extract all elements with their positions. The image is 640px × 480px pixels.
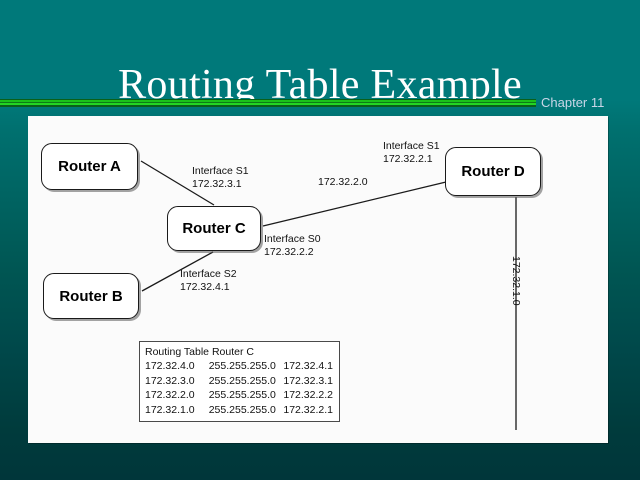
routing-table-title: Routing Table Router C [145, 346, 254, 358]
content-panel: Router A Router B Router C Router D Inte… [28, 116, 608, 443]
interface-address: 172.32.2.1 [383, 153, 433, 165]
network-label-172-32-1-0: 172.32.1.0 [510, 256, 522, 306]
chapter-label: Chapter 11 [541, 95, 605, 110]
interface-label-s1-router-c: Interface S1 172.32.3.1 [192, 165, 249, 191]
router-b-label: Router B [59, 287, 123, 305]
route-next-hop: 172.32.4.1 [283, 360, 333, 372]
route-network: 172.32.4.0 [145, 360, 195, 372]
interface-name: Interface S2 [180, 268, 237, 280]
router-d-label: Router D [461, 163, 525, 180]
network-diagram: Router A Router B Router C Router D Inte… [28, 116, 608, 443]
routing-table: Routing Table Router C 172.32.4.0 255.25… [139, 341, 340, 422]
link-a-to-c [140, 160, 215, 206]
network-label-172-32-2-0: 172.32.2.0 [318, 176, 368, 188]
link-b-to-c [141, 251, 214, 292]
route-next-hop: 172.32.2.2 [283, 389, 333, 401]
route-next-hop: 172.32.3.1 [283, 374, 333, 387]
router-node-a[interactable]: Router A [41, 143, 138, 190]
interface-address: 172.32.2.2 [264, 246, 314, 258]
router-a-label: Router A [58, 158, 121, 175]
router-node-b[interactable]: Router B [43, 273, 139, 319]
interface-address: 172.32.3.1 [192, 178, 242, 190]
routing-table-grid: 172.32.4.0 255.255.255.0 172.32.4.1 172.… [145, 359, 335, 417]
router-node-d[interactable]: Router D [445, 147, 541, 196]
router-c-label: Router C [182, 220, 246, 237]
route-mask: 255.255.255.0 [208, 403, 276, 416]
interface-name: Interface S1 [383, 140, 440, 152]
route-mask: 255.255.255.0 [208, 360, 276, 372]
route-network: 172.32.3.0 [145, 374, 195, 387]
interface-address: 172.32.4.1 [180, 281, 230, 293]
table-row: 172.32.2.0 255.255.255.0 172.32.2.2 [145, 388, 335, 403]
green-rule [0, 99, 536, 107]
title-divider: Chapter 11 [0, 95, 640, 110]
route-mask: 255.255.255.0 [208, 389, 276, 401]
diagram-connections [140, 160, 517, 430]
interface-name: Interface S0 [264, 233, 321, 245]
interface-label-s0-router-c: Interface S0 172.32.2.2 [264, 233, 321, 259]
interface-label-s1-router-d: Interface S1 172.32.2.1 [383, 140, 440, 166]
table-row: 172.32.4.0 255.255.255.0 172.32.4.1 [145, 359, 335, 374]
table-row: 172.32.1.0 255.255.255.0 172.32.2.1 [145, 403, 335, 418]
router-node-c[interactable]: Router C [167, 206, 261, 251]
route-mask: 255.255.255.0 [208, 374, 276, 387]
interface-name: Interface S1 [192, 165, 249, 177]
link-c-to-d [262, 181, 447, 227]
route-next-hop: 172.32.2.1 [283, 403, 333, 416]
route-network: 172.32.2.0 [145, 389, 195, 401]
interface-label-s2-router-c: Interface S2 172.32.4.1 [180, 268, 237, 294]
route-network: 172.32.1.0 [145, 403, 195, 416]
table-row: 172.32.3.0 255.255.255.0 172.32.3.1 [145, 374, 335, 389]
